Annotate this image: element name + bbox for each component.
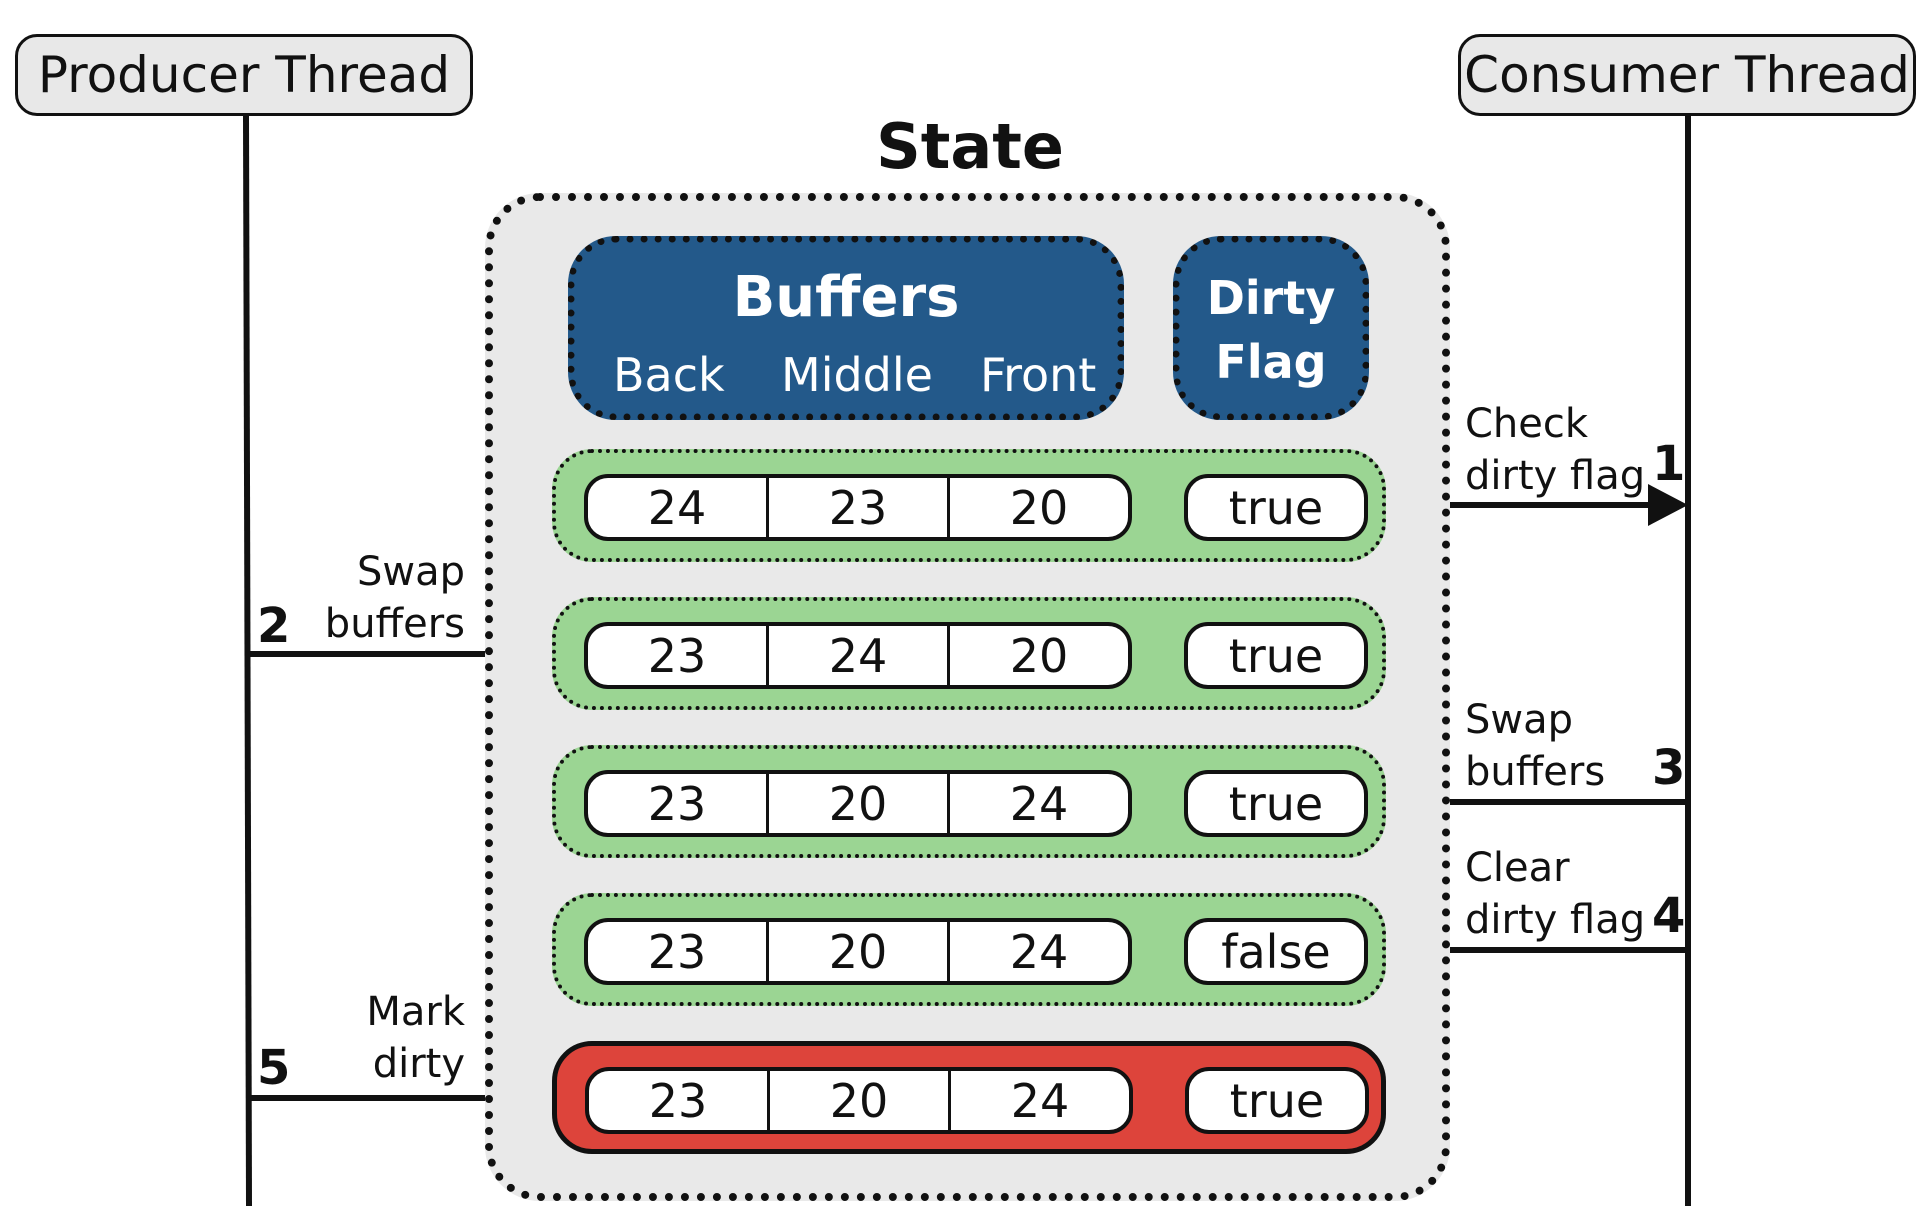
step-4-label-line1: Clear [1465, 845, 1570, 891]
step-2-label-line2: buffers [324, 601, 465, 647]
buffer-back-cell: 24 [588, 478, 769, 537]
step-5-number: 5 [257, 1040, 291, 1096]
arrowhead-step-1 [1648, 484, 1688, 526]
state-row-1: 24 23 20 true [552, 449, 1386, 562]
step-3-label: Swap buffers [1465, 694, 1605, 798]
buffer-middle-cell: 20 [769, 922, 950, 981]
step-2-label-line1: Swap [356, 549, 465, 595]
step-1-number: 1 [1652, 436, 1686, 492]
state-row-3: 23 20 24 true [552, 745, 1386, 858]
consumer-thread-box: Consumer Thread [1458, 34, 1916, 116]
step-5-label-line2: dirty [372, 1041, 465, 1087]
dirty-flag-cell: true [1184, 474, 1368, 541]
dirty-flag-cell: false [1184, 918, 1368, 985]
buffer-group: 24 23 20 [584, 474, 1132, 541]
dirty-flag-label-line1: Dirty [1206, 271, 1336, 325]
buffer-back-cell: 23 [589, 1071, 770, 1130]
producer-thread-box: Producer Thread [15, 34, 473, 116]
dirty-flag-cell: true [1184, 770, 1368, 837]
step-2-label: Swap buffers [300, 546, 465, 650]
step-1-label: Check dirty flag [1465, 398, 1645, 502]
state-row-4: 23 20 24 false [552, 893, 1386, 1006]
state-title: State [876, 110, 1064, 183]
buffer-front-cell: 24 [1009, 776, 1069, 831]
step-1-label-line1: Check [1465, 401, 1589, 447]
column-label-middle: Middle [781, 348, 933, 402]
step-2-number: 2 [257, 598, 291, 654]
buffer-front-cell: 24 [1009, 924, 1069, 979]
buffer-group: 23 24 20 [584, 622, 1132, 689]
dirty-flag-label-line2: Flag [1215, 335, 1327, 389]
buffer-group: 23 20 24 [584, 770, 1132, 837]
buffer-middle-cell: 20 [770, 1071, 951, 1130]
buffers-title: Buffers [732, 265, 960, 330]
step-5-label: Mark dirty [300, 986, 465, 1090]
buffer-front-cell: 20 [1009, 628, 1069, 683]
state-row-2: 23 24 20 true [552, 597, 1386, 710]
buffer-back-cell: 23 [588, 774, 769, 833]
step-3-number: 3 [1652, 740, 1686, 796]
buffer-middle-cell: 23 [769, 478, 950, 537]
buffer-middle-cell: 24 [769, 626, 950, 685]
producer-lifeline [243, 115, 252, 1207]
buffer-front-cell: 24 [1010, 1073, 1070, 1128]
producer-thread-label: Producer Thread [37, 46, 451, 104]
step-4-label-line2: dirty flag [1465, 897, 1646, 943]
column-label-front: Front [980, 348, 1097, 402]
buffer-group: 23 20 24 [585, 1067, 1133, 1134]
step-4-label: Clear dirty flag [1465, 842, 1645, 946]
step-3-label-line1: Swap [1465, 697, 1574, 743]
buffers-header: Buffers Back Middle Front [568, 236, 1124, 420]
state-row-5: 23 20 24 true [552, 1041, 1386, 1154]
buffer-front-cell: 20 [1009, 480, 1069, 535]
dirty-flag-cell: true [1185, 1067, 1369, 1134]
step-4-number: 4 [1652, 888, 1686, 944]
consumer-thread-label: Consumer Thread [1464, 46, 1910, 104]
column-label-back: Back [613, 348, 725, 402]
buffer-back-cell: 23 [588, 626, 769, 685]
buffer-group: 23 20 24 [584, 918, 1132, 985]
buffer-back-cell: 23 [588, 922, 769, 981]
dirty-flag-header: Dirty Flag [1173, 236, 1369, 420]
step-1-label-line2: dirty flag [1465, 453, 1646, 499]
step-5-label-line1: Mark [366, 989, 465, 1035]
dirty-flag-cell: true [1184, 622, 1368, 689]
buffer-middle-cell: 20 [769, 774, 950, 833]
step-3-label-line2: buffers [1465, 749, 1606, 795]
